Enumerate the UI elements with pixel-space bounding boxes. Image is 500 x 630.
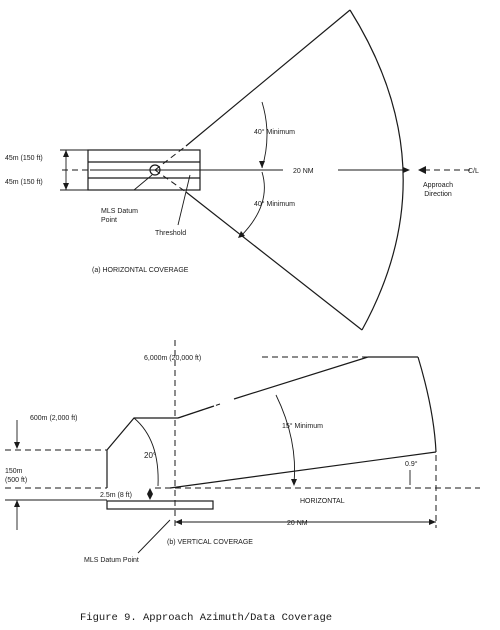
upper-arc-arrow bbox=[259, 161, 265, 168]
centerline-label: C/L bbox=[468, 168, 479, 175]
horizontal-reference-label: HORIZONTAL bbox=[300, 498, 345, 505]
datum-point-circle bbox=[149, 164, 161, 176]
datum-leader bbox=[133, 174, 153, 191]
side-angle-label: 20° bbox=[144, 451, 156, 460]
upper-angle-label: 40° Minimum bbox=[254, 128, 295, 136]
vertical-range-label: 20 NM bbox=[287, 520, 308, 527]
width-arrow-bottom bbox=[63, 183, 69, 190]
horizontal-coverage: 45m (150 ft) 45m (150 ft) 40° Minimum 40… bbox=[5, 9, 479, 331]
antenna-arrow-down bbox=[147, 494, 153, 500]
fan-lower-edge bbox=[185, 191, 363, 331]
lower-angle-arc bbox=[239, 171, 265, 238]
fan-upper-edge bbox=[185, 9, 351, 147]
width-arrow-top bbox=[63, 150, 69, 157]
antenna-height-label: 2.5m (8 ft) bbox=[100, 492, 132, 499]
datum-label-line1: MLS Datum bbox=[101, 208, 138, 215]
datum-label-vertical: MLS Datum Point bbox=[84, 557, 139, 564]
lower-arc-arrow bbox=[238, 231, 245, 238]
elevation-angle-arc bbox=[275, 394, 296, 485]
min-angle-label: 0.9° bbox=[405, 460, 418, 468]
datum-label-line2: Point bbox=[101, 217, 117, 224]
range-arrowhead bbox=[403, 167, 410, 173]
range-arrow-left bbox=[175, 519, 182, 525]
upper-width-label: 45m (150 ft) bbox=[5, 155, 43, 162]
max-height-label: 6,000m (20,000 ft) bbox=[144, 355, 201, 362]
side-angle-arc bbox=[133, 417, 159, 487]
side-height-arrow-down bbox=[14, 442, 20, 449]
horizontal-caption: (a) HORIZONTAL COVERAGE bbox=[92, 267, 189, 274]
upper-edge-dashed-extension bbox=[177, 403, 221, 419]
coverage-upper-edge bbox=[233, 356, 369, 400]
antenna-arrow-up bbox=[147, 488, 153, 494]
approach-arrowhead bbox=[418, 166, 426, 174]
datum-leader-vertical bbox=[137, 519, 171, 554]
coverage-outer-curve bbox=[417, 356, 437, 453]
range-label: 20 NM bbox=[293, 168, 314, 175]
elevation-angle-label: 15° Minimum bbox=[282, 422, 323, 430]
elevation-arc-arrow bbox=[291, 479, 297, 486]
runway-side-view bbox=[106, 500, 214, 510]
vertical-caption: (b) VERTICAL COVERAGE bbox=[167, 539, 253, 546]
mid-height-label: 600m (2,000 ft) bbox=[30, 415, 77, 422]
threshold-label: Threshold bbox=[155, 230, 186, 237]
side-height-arrow-up bbox=[14, 500, 20, 507]
range-arrow-right bbox=[429, 519, 436, 525]
figure-caption: Figure 9. Approach Azimuth/Data Coverage bbox=[80, 612, 332, 624]
approach-label-line1: Approach bbox=[423, 182, 453, 189]
side-height-label-line1: 150m bbox=[5, 468, 23, 475]
lower-angle-label: 40° Minimum bbox=[254, 200, 295, 208]
threshold-leader bbox=[177, 174, 191, 226]
vertical-coverage: 6,000m (20,000 ft) 600m (2,000 ft) 150m … bbox=[5, 340, 480, 564]
coverage-left-profile bbox=[106, 417, 178, 488]
lower-edge-extension bbox=[154, 169, 187, 193]
side-height-label-line2: (500 ft) bbox=[5, 477, 27, 484]
approach-label-line2: Direction bbox=[424, 191, 452, 198]
coverage-lower-edge bbox=[169, 451, 437, 489]
lower-width-label: 45m (150 ft) bbox=[5, 179, 43, 186]
